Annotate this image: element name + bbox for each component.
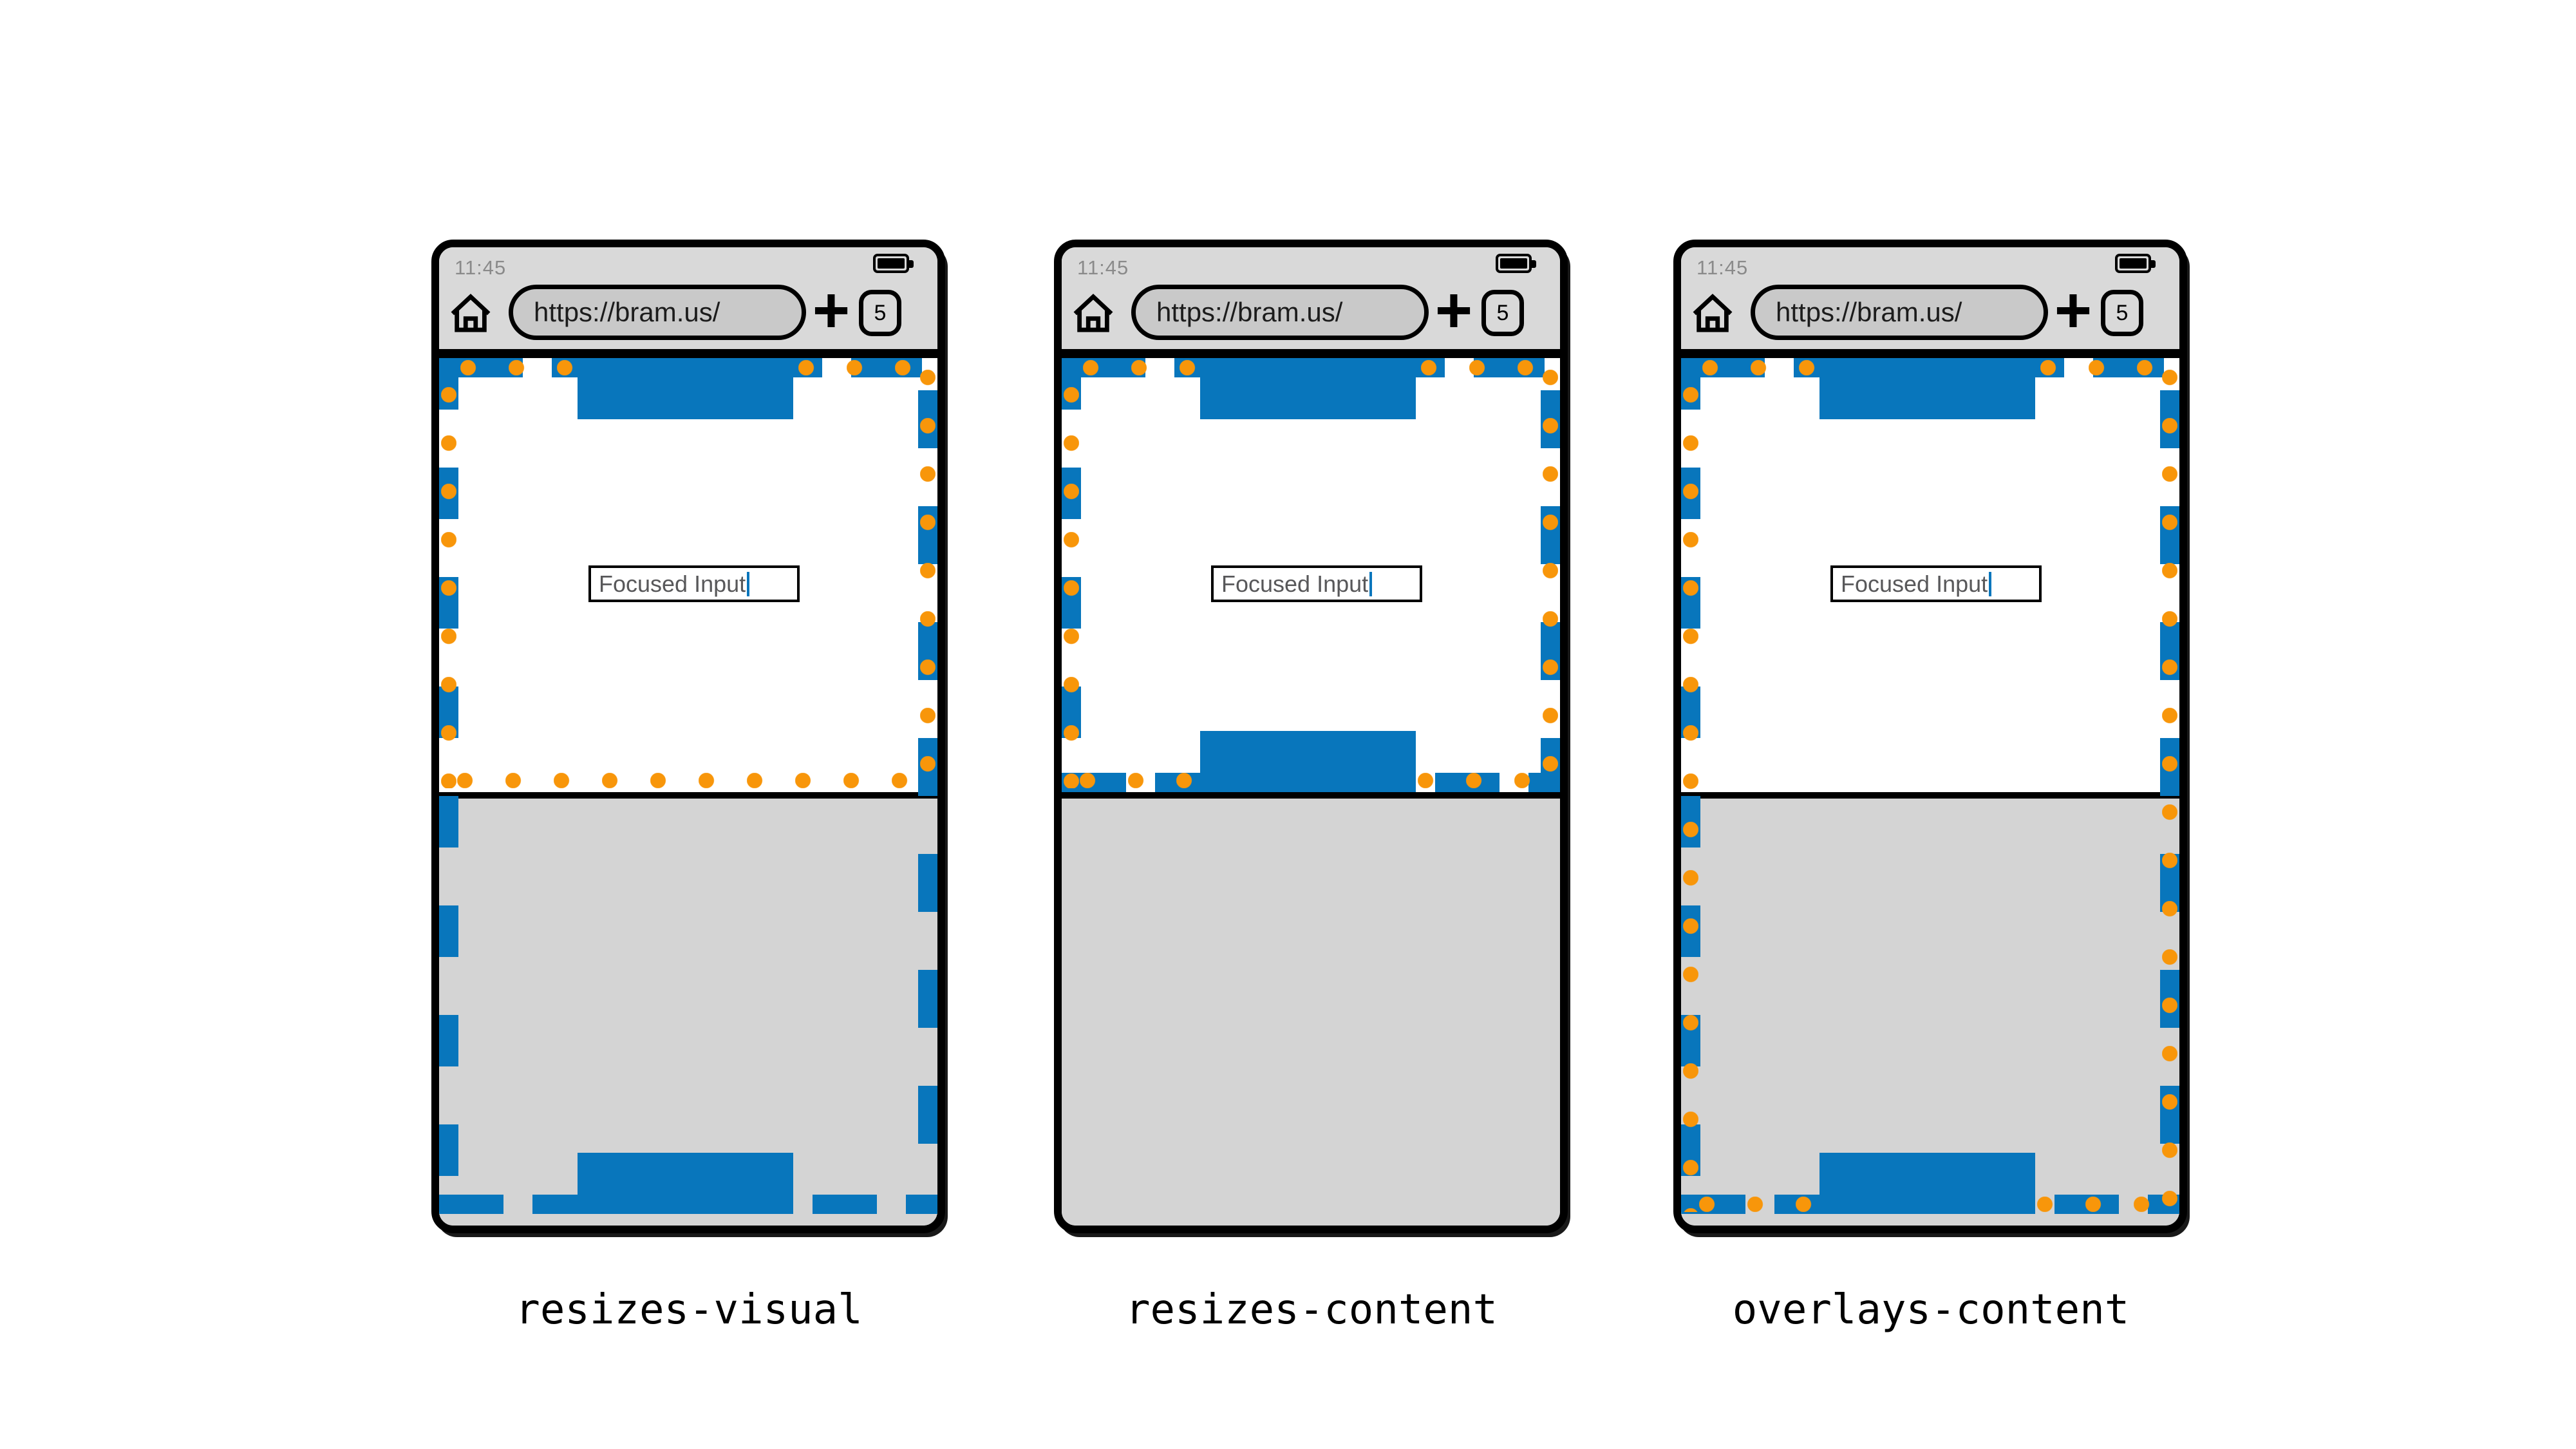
battery-fill <box>878 258 905 269</box>
new-tab-button[interactable]: + <box>2054 274 2092 346</box>
fixed-footer-bar <box>578 1153 793 1214</box>
battery-icon <box>873 254 914 273</box>
tab-count: 5 <box>1496 300 1509 325</box>
battery-fill <box>2120 258 2147 269</box>
viewport-area: Focused Input <box>1681 358 2179 1226</box>
keyboard-top-line <box>1062 792 1560 799</box>
dots-left <box>441 360 456 788</box>
browser-chrome: 11:45 https://bram.us/ + <box>1681 247 2179 349</box>
battery-icon <box>2115 254 2156 273</box>
phone-mockup: 11:45 https://bram.us/ + <box>431 240 945 1334</box>
phone-mockup: 11:45 https://bram.us/ + <box>1054 240 1568 1334</box>
chrome-divider <box>1681 349 2179 358</box>
url-bar[interactable]: https://bram.us/ <box>509 285 806 340</box>
home-icon[interactable] <box>1690 291 1735 334</box>
phone-screen: 11:45 https://bram.us/ + <box>1054 240 1568 1233</box>
virtual-keyboard <box>1062 799 1560 1226</box>
status-time: 11:45 <box>455 256 507 279</box>
browser-toolbar: https://bram.us/ + 5 <box>1062 274 1560 349</box>
battery-icon <box>1496 254 1536 273</box>
status-bar: 11:45 <box>1062 247 1560 279</box>
chrome-divider <box>1062 349 1560 358</box>
status-bar: 11:45 <box>1681 247 2179 279</box>
status-time: 11:45 <box>1077 256 1129 279</box>
dots-left <box>1064 360 1079 788</box>
focused-input[interactable]: Focused Input <box>1830 565 2042 602</box>
visual-viewport-outline <box>1681 358 2179 1214</box>
status-bar: 11:45 <box>439 247 937 279</box>
browser-chrome: 11:45 https://bram.us/ + <box>1062 247 1560 349</box>
chrome-divider <box>439 349 937 358</box>
battery-nub <box>2151 260 2156 268</box>
fixed-footer-bar <box>1819 1153 2035 1214</box>
url-text: https://bram.us/ <box>1156 297 1343 327</box>
new-tab-button[interactable]: + <box>1434 274 1473 346</box>
browser-chrome: 11:45 https://bram.us/ + <box>439 247 937 349</box>
focused-input-text: Focused Input <box>599 570 746 597</box>
dots-right <box>920 360 935 788</box>
tab-count: 5 <box>2116 300 2129 325</box>
battery-nub <box>909 260 914 268</box>
tab-counter-button[interactable]: 5 <box>2101 290 2143 336</box>
dots-left <box>1683 360 1698 1212</box>
keyboard-top-line <box>1681 792 2179 799</box>
focused-input[interactable]: Focused Input <box>1211 565 1422 602</box>
tab-counter-button[interactable]: 5 <box>859 290 901 336</box>
home-icon[interactable] <box>448 291 493 334</box>
dots-right <box>1543 360 1558 788</box>
url-text: https://bram.us/ <box>534 297 720 327</box>
home-icon[interactable] <box>1071 291 1116 334</box>
variant-label: resizes-visual <box>515 1286 863 1334</box>
phone-screen: 11:45 https://bram.us/ + <box>1673 240 2187 1233</box>
battery-fill <box>1500 258 1527 269</box>
tab-counter-button[interactable]: 5 <box>1481 290 1524 336</box>
variant-label: overlays-content <box>1732 1286 2130 1334</box>
focused-input[interactable]: Focused Input <box>588 565 800 602</box>
phone-screen: 11:45 https://bram.us/ + <box>431 240 945 1233</box>
focused-input-text: Focused Input <box>1221 570 1369 597</box>
url-text: https://bram.us/ <box>1776 297 1962 327</box>
keyboard-top-line <box>439 792 937 799</box>
battery-nub <box>1532 260 1536 268</box>
url-bar[interactable]: https://bram.us/ <box>1131 285 1429 340</box>
fixed-header-bar <box>578 358 793 419</box>
dots-right <box>2162 360 2177 1212</box>
text-caret <box>1369 571 1373 596</box>
status-time: 11:45 <box>1697 256 1749 279</box>
text-caret <box>747 571 750 596</box>
url-bar[interactable]: https://bram.us/ <box>1751 285 2048 340</box>
text-caret <box>1989 571 1992 596</box>
viewport-area: Focused Input <box>439 358 937 1226</box>
dots-bottom <box>441 773 935 788</box>
variant-label: resizes-content <box>1125 1286 1498 1334</box>
focused-input-text: Focused Input <box>1841 570 1988 597</box>
phone-mockup: 11:45 https://bram.us/ + <box>1673 240 2187 1334</box>
fixed-footer-bar <box>1200 731 1416 792</box>
fixed-header-bar <box>1819 358 2035 419</box>
tab-count: 5 <box>874 300 887 325</box>
browser-toolbar: https://bram.us/ + 5 <box>439 274 937 349</box>
viewport-area: Focused Input <box>1062 358 1560 1226</box>
fixed-header-bar <box>1200 358 1416 419</box>
browser-toolbar: https://bram.us/ + 5 <box>1681 274 2179 349</box>
new-tab-button[interactable]: + <box>812 274 851 346</box>
